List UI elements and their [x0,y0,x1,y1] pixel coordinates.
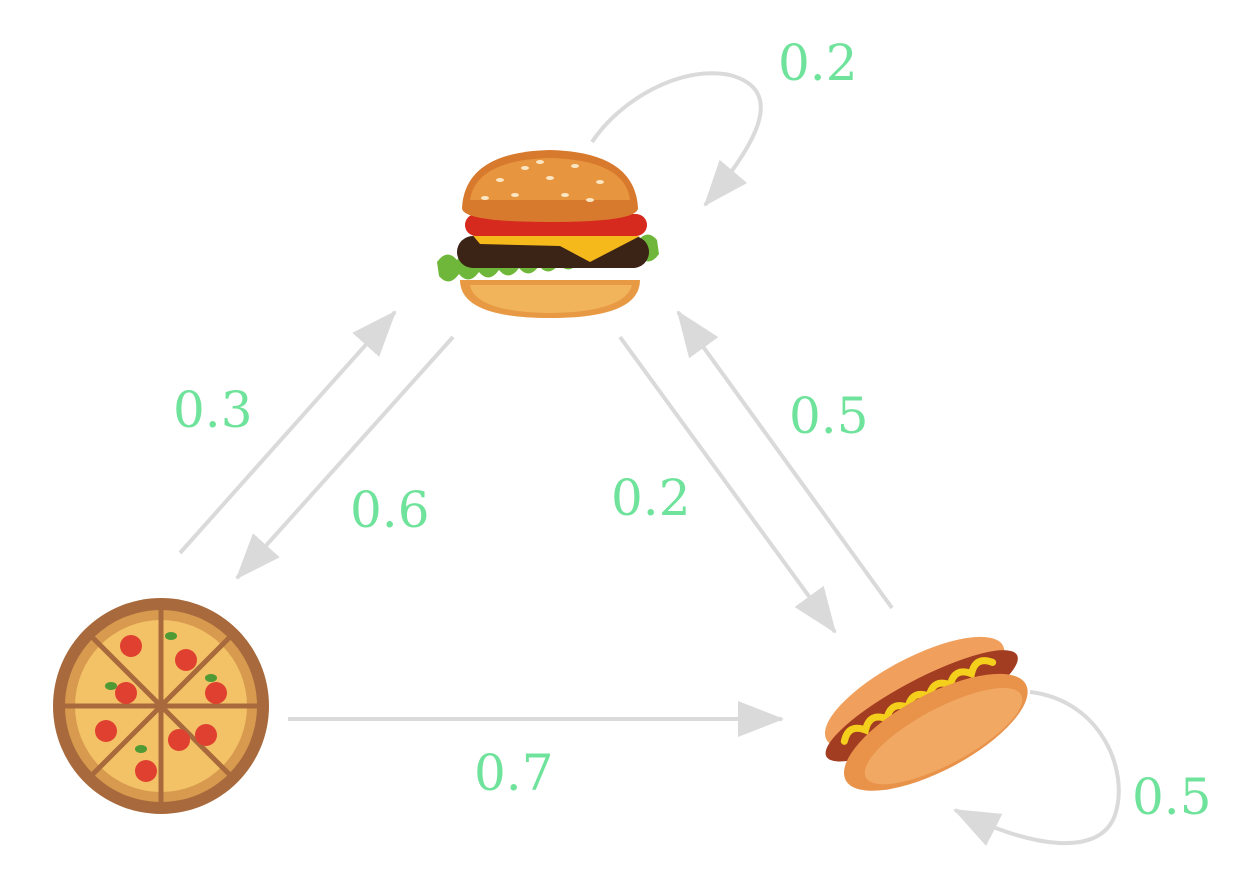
pizza-icon [53,598,269,814]
edge-hotdog-to-hotdog [953,690,1121,846]
label-pizza-to-hotdog: 0.7 [474,744,554,802]
label-burger-to-hotdog: 0.2 [611,469,691,527]
label-pizza-to-burger: 0.3 [173,381,253,439]
label-burger-to-burger: 0.2 [778,34,858,92]
transition-arrows [178,71,1121,846]
edge-burger-to-hotdog [618,335,837,634]
label-burger-to-pizza: 0.6 [350,481,430,539]
burger-icon [437,150,659,318]
edge-burger-to-pizza [235,335,455,580]
label-hotdog-to-hotdog: 0.5 [1132,768,1212,826]
edge-hotdog-to-burger [676,310,894,610]
label-hotdog-to-burger: 0.5 [789,387,869,445]
edge-burger-to-burger [590,71,763,207]
hotdog-icon [824,636,1028,791]
edge-pizza-to-burger [178,310,397,555]
